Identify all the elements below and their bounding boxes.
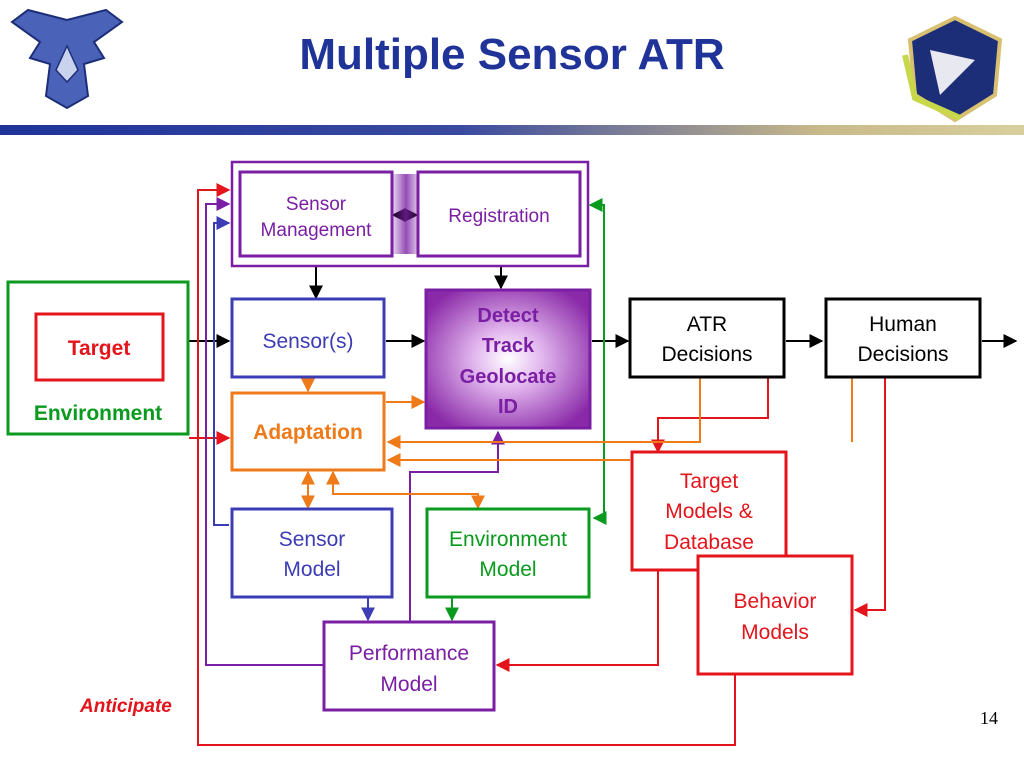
sensor-model-line-2: Model (283, 558, 340, 581)
target-models-line-2: Models & (665, 500, 753, 523)
environment-model-box: Environment Model (425, 507, 591, 599)
adaptation-label: Adaptation (253, 421, 363, 444)
sensors-box: Sensor(s) (230, 297, 386, 379)
human-decisions-line-1: Human (869, 313, 937, 336)
target-label: Target (68, 337, 131, 360)
behavior-models-box: Behavior Models (696, 554, 854, 676)
atr-decisions-line-2: Decisions (661, 343, 752, 366)
atr-decisions-box: ATR Decisions (628, 297, 786, 379)
detect-line-1: Detect (477, 305, 538, 327)
human-decisions-box: Human Decisions (824, 297, 982, 379)
sensor-management-box: Sensor Management (238, 170, 394, 258)
adaptation-box: Adaptation (230, 391, 386, 472)
performance-model-line-1: Performance (349, 642, 469, 665)
afrl-shield-logo (902, 15, 1003, 123)
anticipate-label: Anticipate (79, 696, 172, 717)
environment-model-line-1: Environment (449, 528, 567, 551)
behavior-models-line-2: Models (741, 621, 809, 644)
performance-model-box: Performance Model (322, 620, 496, 712)
target-models-line-1: Target (680, 470, 739, 493)
detect-track-box: Detect Track Geolocate ID (424, 288, 592, 430)
sensor-group-glow (392, 174, 420, 254)
environment-model-line-2: Model (479, 558, 536, 581)
registration-box: Registration (416, 170, 582, 258)
air-force-wings-logo (0, 0, 134, 118)
environment-label: Environment (34, 402, 162, 425)
sensor-group-frame (230, 160, 590, 268)
detect-line-4: ID (498, 396, 518, 418)
target-box: Target (34, 312, 165, 382)
title-rule (0, 125, 1024, 135)
sensor-model-box: Sensor Model (230, 507, 394, 599)
detect-line-3: Geolocate (460, 366, 557, 388)
slide-title: Multiple Sensor ATR (299, 30, 725, 79)
registration-label: Registration (448, 206, 549, 227)
sensors-label: Sensor(s) (262, 330, 353, 353)
sensor-model-line-1: Sensor (279, 528, 346, 551)
sensor-management-line-1: Sensor (286, 194, 347, 215)
behavior-models-line-1: Behavior (734, 590, 817, 613)
sensor-management-line-2: Management (261, 220, 373, 241)
atr-decisions-line-1: ATR (687, 313, 727, 336)
human-decisions-line-2: Decisions (857, 343, 948, 366)
page-number: 14 (980, 708, 998, 728)
performance-model-line-2: Model (380, 673, 437, 696)
target-models-box: Target Models & Database (630, 450, 788, 572)
target-models-line-3: Database (664, 531, 754, 554)
detect-line-2: Track (482, 335, 535, 357)
